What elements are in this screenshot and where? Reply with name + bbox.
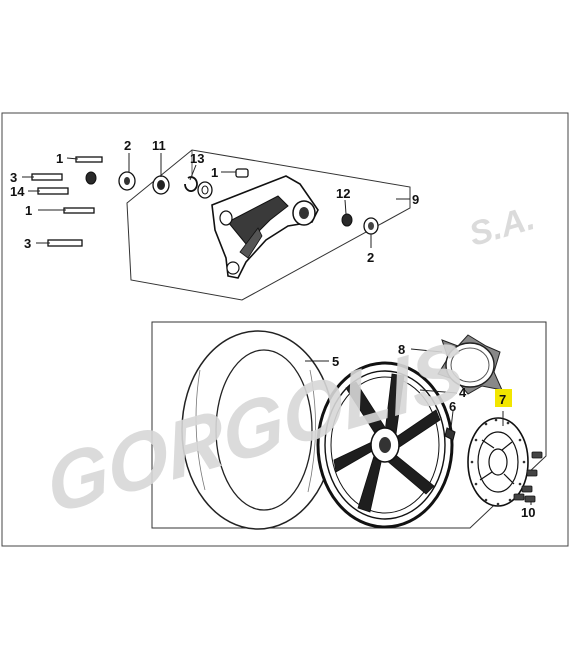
callout-1-right: 1 xyxy=(211,165,218,180)
tire xyxy=(181,330,335,530)
brake-disc xyxy=(467,417,529,507)
seal-12 xyxy=(341,213,353,227)
circlip-13 xyxy=(184,176,198,192)
callout-3-bottom: 3 xyxy=(24,236,31,251)
callout-5: 5 xyxy=(332,354,339,369)
nut xyxy=(85,171,97,185)
disc-bolts xyxy=(513,451,543,503)
valve xyxy=(444,427,456,441)
bolt-1-top xyxy=(75,156,103,163)
callout-11: 11 xyxy=(152,138,166,153)
highlight-7 xyxy=(495,389,512,407)
callout-13: 13 xyxy=(190,151,204,166)
sensor-ring xyxy=(437,334,503,395)
callout-10: 10 xyxy=(521,505,535,520)
callout-2-right: 2 xyxy=(367,250,374,265)
callout-4: 4 xyxy=(459,385,467,400)
bolt-1-mid xyxy=(63,207,95,214)
swingarm-group xyxy=(31,149,411,301)
wheel-rim xyxy=(316,361,454,529)
wheel-leaders xyxy=(305,348,532,505)
bolt-14 xyxy=(37,187,69,195)
bolt-3-bottom xyxy=(47,239,83,247)
swingarm-callouts: 1 2 11 13 1 3 14 1 3 12 9 2 xyxy=(10,138,419,265)
bolt-3-top xyxy=(31,173,63,181)
swingarm-casting xyxy=(211,175,319,279)
callout-3-top: 3 xyxy=(10,170,17,185)
wheel-group xyxy=(151,321,547,530)
swingarm-leaders xyxy=(22,153,410,248)
callout-8: 8 xyxy=(398,342,405,357)
collar-1 xyxy=(235,168,249,178)
callout-12: 12 xyxy=(336,186,350,201)
callout-14: 14 xyxy=(10,184,25,199)
callout-7: 7 xyxy=(499,392,506,407)
wheel-callouts: 5 8 4 6 7 10 xyxy=(332,342,535,520)
diagram-frame xyxy=(1,112,569,547)
callout-1-mid: 1 xyxy=(25,203,32,218)
callout-9: 9 xyxy=(412,192,419,207)
watermark-suffix: S.A. xyxy=(465,199,539,254)
callout-6: 6 xyxy=(449,399,456,414)
callout-2-left: 2 xyxy=(124,138,131,153)
callout-1-top: 1 xyxy=(56,151,63,166)
